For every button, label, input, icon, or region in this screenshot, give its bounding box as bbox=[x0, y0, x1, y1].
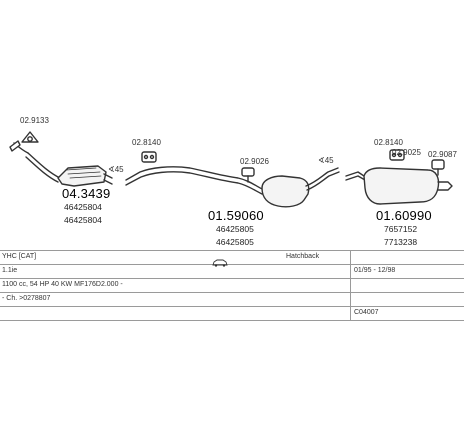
part-ref-3b: 7713238 bbox=[384, 237, 418, 247]
hanger-code-5: 02.9087 bbox=[428, 150, 457, 159]
hanger-code-2: 02.9026 bbox=[240, 157, 269, 166]
model-name: YHC [CAT] bbox=[2, 253, 37, 260]
hanger-icon-9026 bbox=[241, 167, 255, 183]
hanger-code-4: 02.9025 bbox=[392, 148, 421, 157]
part-code-3: 01.60990 bbox=[376, 208, 432, 223]
catalytic-converter bbox=[57, 165, 113, 187]
table-divider bbox=[350, 250, 351, 320]
part-code-2: 01.59060 bbox=[208, 208, 264, 223]
centre-silencer bbox=[261, 167, 340, 208]
engine-prefix: 1.1ie bbox=[2, 267, 18, 274]
table-line-1 bbox=[0, 250, 464, 251]
hanger-code-1: 02.8140 bbox=[132, 138, 161, 147]
body-type: Hatchback bbox=[286, 253, 320, 260]
clamp-code: 02.9133 bbox=[20, 116, 49, 125]
chassis-range: - Ch. >0278807 bbox=[2, 295, 51, 302]
kit-code: C04007 bbox=[354, 309, 379, 316]
table-line-3 bbox=[0, 278, 464, 279]
part-ref-2b: 46425805 bbox=[216, 237, 254, 247]
rear-hanger-icon-b bbox=[431, 159, 445, 176]
part-ref-2a: 46425805 bbox=[216, 224, 254, 234]
production-period: 01/95 - 12/98 bbox=[354, 267, 396, 274]
part-ref-3a: 7657152 bbox=[384, 224, 418, 234]
part-ref-1b: 46425804 bbox=[64, 215, 102, 225]
rear-silencer bbox=[345, 167, 453, 205]
part-ref-1a: 46425804 bbox=[64, 202, 102, 212]
table-line-5 bbox=[0, 306, 464, 307]
clamp-icon bbox=[21, 131, 39, 143]
intermediate-pipe bbox=[125, 166, 265, 195]
angle-value-1: 45 bbox=[114, 165, 124, 174]
angle-label-1: ∢45 bbox=[108, 165, 124, 174]
angle-value-2: 45 bbox=[324, 156, 334, 165]
table-line-2 bbox=[0, 264, 464, 265]
part-code-1: 04.3439 bbox=[62, 186, 111, 201]
angle-label-2: ∢45 bbox=[318, 156, 334, 165]
rubber-hanger-icon bbox=[141, 151, 157, 163]
table-line-4 bbox=[0, 292, 464, 293]
front-pipe bbox=[9, 140, 61, 183]
rear-hanger-icon-a bbox=[389, 149, 405, 161]
car-icon bbox=[212, 254, 228, 272]
table-line-6 bbox=[0, 320, 464, 321]
engine-detail: 1100 cc, 54 HP 40 KW MF176D2.000 - bbox=[2, 281, 123, 288]
hanger-code-3: 02.8140 bbox=[374, 138, 403, 147]
